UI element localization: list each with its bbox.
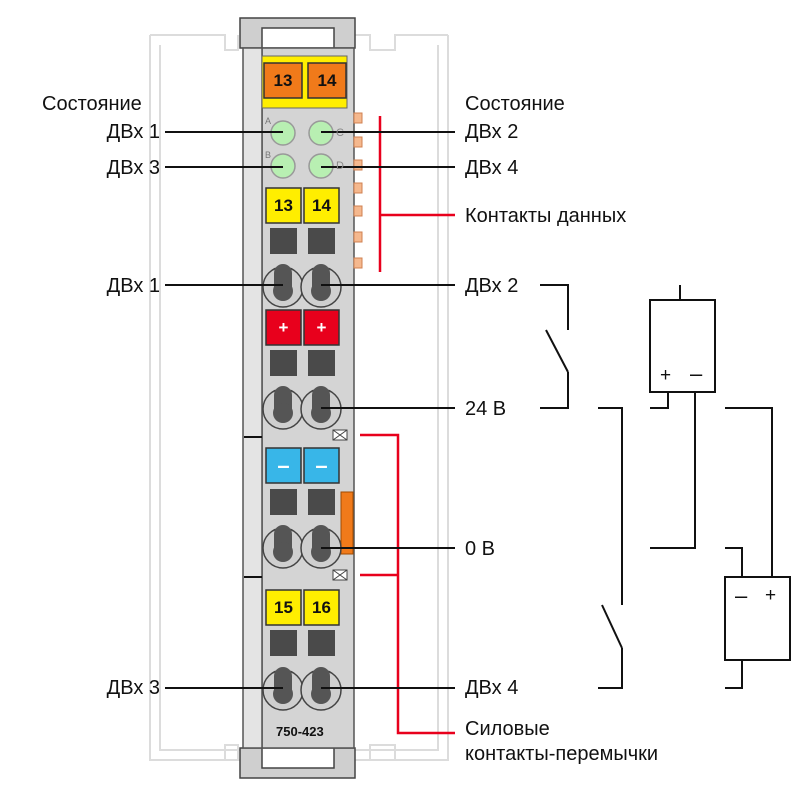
power-source-lower [724, 576, 791, 661]
lower-source-minus: – [735, 583, 748, 608]
label-led-d: ДВх 4 [465, 157, 519, 179]
led-letter-d: D [336, 160, 344, 172]
lower-source-plus: + [765, 585, 777, 606]
left-status-title: Состояние [42, 93, 142, 115]
top-marker-right: 14 [317, 70, 337, 90]
upper-source-plus: + [660, 365, 672, 386]
external-circuit [540, 284, 773, 689]
led-letter-c: C [336, 127, 344, 139]
part-number: 750-423 [276, 724, 324, 739]
label-led-b: ДВх 3 [106, 157, 160, 179]
terminal-marker-plus-right: + [316, 317, 327, 337]
black-leaders [165, 131, 455, 689]
label-0v: 0 В [465, 538, 496, 560]
clamp [262, 264, 304, 308]
red-leaders [360, 116, 455, 735]
label-24v: 24 В [465, 398, 507, 420]
label-input-3: ДВх 3 [106, 677, 160, 699]
led-letter-a: A [265, 116, 272, 126]
terminal-marker-16: 16 [312, 597, 331, 617]
terminal-marker-plus-left: + [278, 317, 289, 337]
label-input-2: ДВх 2 [465, 275, 519, 297]
label-power-jumpers-2: контакты-перемычки [465, 743, 659, 765]
right-status-title: Состояние [465, 93, 565, 115]
label-input-1: ДВх 1 [106, 275, 160, 297]
terminal-marker-minus-right: – [315, 452, 328, 478]
terminal-marker-15: 15 [274, 597, 293, 617]
terminal-marker-13: 13 [274, 195, 293, 215]
clamp [300, 667, 342, 711]
terminal-marker-14: 14 [312, 195, 331, 215]
spring-clamps [262, 264, 342, 711]
label-input-4: ДВх 4 [465, 677, 519, 699]
label-data-contacts: Контакты данных [465, 205, 627, 227]
power-source-upper [649, 299, 716, 393]
label-led-c: ДВх 2 [465, 121, 519, 143]
terminal-marker-minus-left: – [277, 452, 290, 478]
upper-source-minus: – [690, 361, 703, 386]
terminal-rows [265, 187, 354, 656]
top-marker-left: 13 [273, 70, 293, 90]
label-power-jumpers-1: Силовые [465, 718, 550, 740]
clamp [262, 525, 304, 569]
led-letter-b: B [265, 150, 272, 160]
clamp [262, 386, 304, 430]
label-led-a: ДВх 1 [106, 121, 160, 143]
data-contact-pads [353, 112, 363, 269]
